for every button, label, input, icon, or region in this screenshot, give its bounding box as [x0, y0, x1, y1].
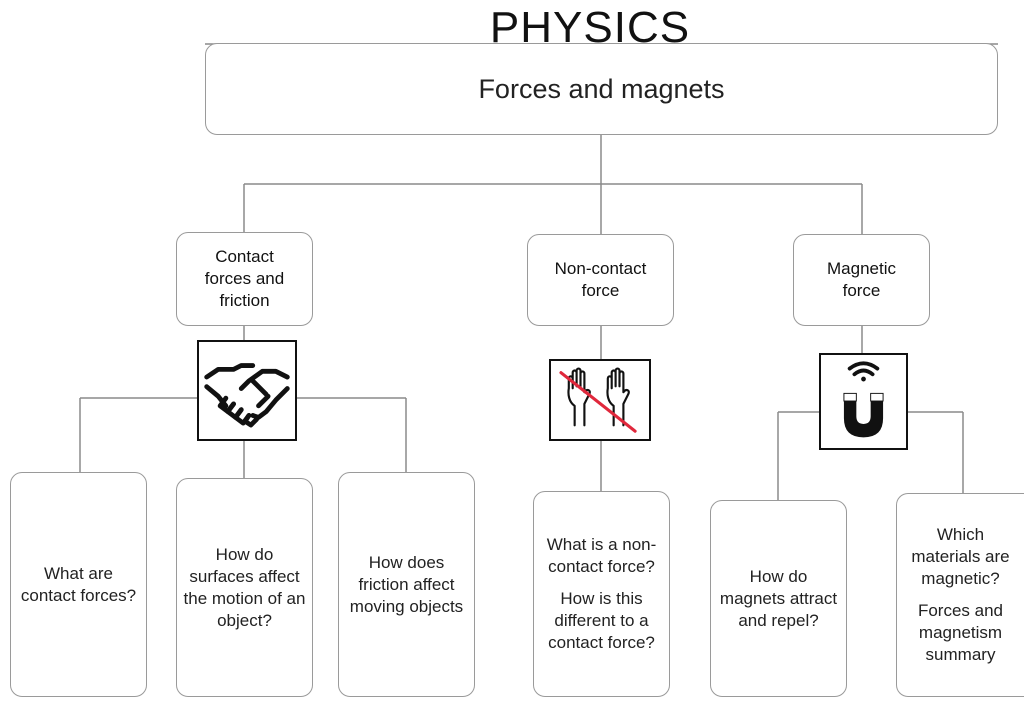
- question-box: What are contact forces?: [10, 472, 147, 697]
- magnet-icon: [819, 353, 908, 450]
- question-box: How does friction affect moving objects: [338, 472, 475, 697]
- no-touching-hands-icon: [549, 359, 651, 441]
- question-box: Which materials are magnetic? Forces and…: [896, 493, 1024, 697]
- question-box: What is a non-contact force? How is this…: [533, 491, 670, 697]
- question-text: What are contact forces?: [20, 563, 137, 605]
- topic-box: Forces and magnets: [205, 43, 998, 135]
- question-text: What is a non-contact force?: [546, 535, 657, 576]
- category-non-contact-force: Non-contact force: [527, 234, 674, 326]
- question-text: Which materials are magnetic?: [911, 525, 1010, 588]
- question-text: How do magnets attract and repel?: [719, 566, 838, 630]
- question-text: How do surfaces affect the motion of an …: [183, 544, 306, 630]
- category-label: Contact forces and friction: [204, 247, 285, 310]
- question-text: How is this different to a contact force…: [548, 589, 655, 652]
- category-contact-forces: Contact forces and friction: [176, 232, 313, 326]
- question-text: Forces and magnetism summary: [917, 601, 1004, 664]
- question-box: How do surfaces affect the motion of an …: [176, 478, 313, 697]
- category-magnetic-force: Magnetic force: [793, 234, 930, 326]
- topic-title: Forces and magnets: [478, 73, 725, 104]
- question-box: How do magnets attract and repel?: [710, 500, 847, 697]
- handshake-icon: [197, 340, 297, 441]
- category-label: Non-contact force: [554, 259, 647, 300]
- question-text: How does friction affect moving objects: [349, 552, 464, 616]
- category-label: Magnetic force: [827, 259, 896, 300]
